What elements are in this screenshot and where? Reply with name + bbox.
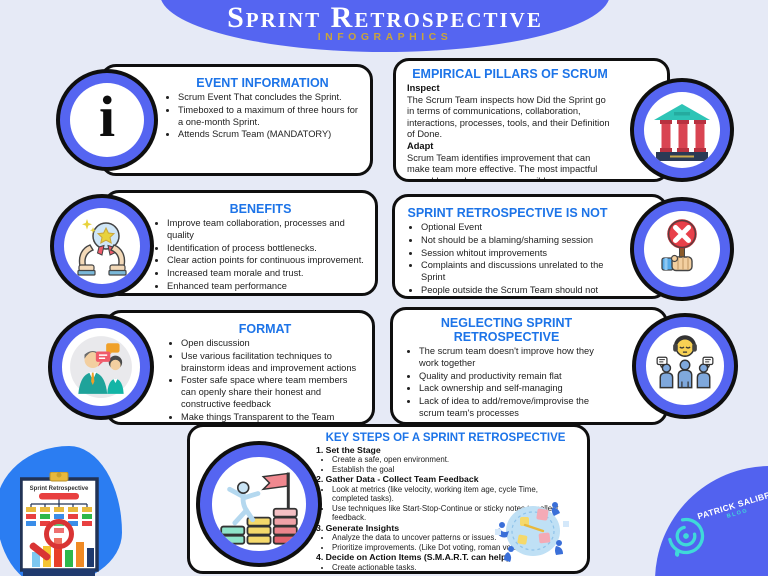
card-title: FORMAT bbox=[238, 322, 292, 336]
section-text: Scrum Team identifies improvement that c… bbox=[407, 152, 598, 182]
card-title: EMPIRICAL PILLARS OF SCRUM bbox=[412, 67, 608, 81]
bullet-item: Session whitout improvements bbox=[421, 248, 609, 260]
hands-star-icon bbox=[50, 194, 154, 298]
discussion-glyph bbox=[70, 336, 132, 398]
bullet-item: Foster safe space where team members can… bbox=[181, 375, 364, 410]
card-format: FORMAT Open discussionUse various facili… bbox=[105, 310, 375, 425]
card-title: EVENT INFORMATION bbox=[196, 76, 329, 90]
bullet-list: Open discussionUse various facilitation … bbox=[166, 338, 364, 422]
key-steps-list: 1. Set the Stage Create a safe, open env… bbox=[316, 445, 575, 574]
step-heading: 3. Generate Insights bbox=[316, 522, 400, 533]
bored-listeners-icon bbox=[632, 313, 738, 419]
step-bullet: Establish the goal bbox=[332, 465, 575, 474]
bullet-item: Not should be a blaming/shaming session bbox=[421, 235, 609, 247]
key-step: 2. Gather Data - Collect Team Feedback L… bbox=[316, 474, 575, 522]
step-bullet: Analyze the data to uncover patterns or … bbox=[332, 533, 575, 542]
card-title: BENEFITS bbox=[229, 202, 292, 216]
magnifier-icon bbox=[44, 519, 74, 549]
card-event-information: EVENT INFORMATION Scrum Event That concl… bbox=[100, 64, 373, 176]
section-heading: Adapt bbox=[407, 141, 434, 152]
info-icon-inner: i bbox=[69, 82, 145, 158]
milestone-climb-icon bbox=[196, 441, 322, 567]
spiral-logo bbox=[668, 517, 705, 557]
info-glyph: i bbox=[98, 84, 116, 149]
bullet-item: Optional Event bbox=[421, 222, 609, 234]
step-bullet: Assign owners and set timelines. bbox=[332, 572, 575, 574]
card-title: SPRINT RETROSPECTIVE IS NOT bbox=[407, 206, 608, 220]
milestone-climb-glyph bbox=[220, 472, 298, 545]
hands-star-glyph bbox=[77, 218, 127, 276]
bullet-item: Improve team collaboration, processes an… bbox=[167, 218, 369, 242]
step-bullet: Use techniques like Start-Stop-Continue … bbox=[332, 504, 575, 523]
bullet-item: Clear action points for continuous impro… bbox=[167, 255, 369, 267]
step-bullet-list: Look at metrics (like velocity, working … bbox=[316, 485, 575, 523]
step-bullet: Prioritize improvements. (Like Dot votin… bbox=[332, 543, 575, 552]
bullet-item: Enhanced team performance bbox=[167, 281, 369, 293]
milestone-climb-icon-inner bbox=[212, 457, 306, 551]
section-text: The Scrum Team inspects how Did the Spri… bbox=[407, 94, 610, 140]
no-sign-icon bbox=[630, 197, 734, 301]
bored-listeners-glyph bbox=[656, 335, 714, 389]
bullet-item: Quality and productivity remain flat bbox=[419, 371, 609, 383]
card-title: KEY STEPS OF A SPRINT RETROSPECTIVE bbox=[325, 432, 566, 444]
bullet-item: People outside the Scrum Team should not… bbox=[421, 285, 609, 296]
pillar-sections: Inspect The Scrum Team inspects how Did … bbox=[407, 83, 613, 182]
scrum-pillars-icon bbox=[630, 78, 734, 182]
scrum-pillars-icon-inner bbox=[644, 92, 720, 168]
bullet-item: Scrum Event That concludes the Sprint. bbox=[178, 92, 362, 104]
temple-glyph bbox=[653, 103, 710, 161]
step-bullet-list: Analyze the data to uncover patterns or … bbox=[316, 533, 575, 552]
bullet-item: Lack of idea to add/remove/improvise the… bbox=[419, 396, 609, 420]
bullet-item: Make things Transparent to the Team bbox=[181, 412, 364, 422]
key-step: 1. Set the Stage Create a safe, open env… bbox=[316, 445, 575, 474]
step-bullet-list: Create actionable tasks.Assign owners an… bbox=[316, 563, 575, 574]
bullet-item: Low motivation bbox=[419, 421, 609, 422]
page-subtitle: INFOGRAPHICS bbox=[317, 31, 453, 43]
bored-listeners-icon-inner bbox=[646, 327, 724, 405]
step-heading: 1. Set the Stage bbox=[316, 445, 381, 455]
step-bullet-list: Create a safe, open environment.Establis… bbox=[316, 455, 575, 474]
section-heading: Inspect bbox=[407, 83, 440, 93]
card-empirical-pillars: EMPIRICAL PILLARS OF SCRUM Inspect The S… bbox=[393, 58, 670, 182]
step-heading: 4. Decide on Action Items (S.M.A.R.T. ca… bbox=[316, 552, 510, 563]
key-step: 4. Decide on Action Items (S.M.A.R.T. ca… bbox=[316, 552, 575, 574]
bullet-item: Attends Scrum Team (MANDATORY) bbox=[178, 129, 362, 141]
no-sign-glyph bbox=[661, 219, 697, 272]
step-bullet: Create actionable tasks. bbox=[332, 563, 575, 571]
bullet-list: The scrum team doesn't improve how they … bbox=[404, 346, 609, 422]
bullet-item: Use various facilitation techniques to b… bbox=[181, 351, 364, 375]
pillar-section: Inspect The Scrum Team inspects how Did … bbox=[407, 83, 613, 141]
pillar-section: Adapt Scrum Team identifies improvement … bbox=[407, 141, 613, 182]
card-is-not: SPRINT RETROSPECTIVE IS NOT Optional Eve… bbox=[392, 194, 668, 299]
key-step: 3. Generate Insights Analyze the data to… bbox=[316, 523, 575, 552]
bullet-list: Improve team collaboration, processes an… bbox=[152, 218, 369, 293]
info-icon: i bbox=[56, 69, 158, 171]
bullet-item: Lack ownership and self-managing bbox=[419, 383, 609, 395]
bullet-list: Optional EventNot should be a blaming/sh… bbox=[406, 222, 609, 296]
bullet-item: Complaints and discussions unrelated to … bbox=[421, 260, 609, 284]
step-heading: 2. Gather Data - Collect Team Feedback bbox=[316, 474, 479, 485]
discussion-icon-inner bbox=[62, 328, 140, 406]
hands-star-icon-inner bbox=[64, 208, 140, 284]
card-title: NEGLECTING SPRINT RETROSPECTIVE bbox=[440, 316, 573, 344]
clipboard-title: Sprint Retrospective bbox=[30, 486, 89, 492]
card-neglecting: NEGLECTING SPRINT RETROSPECTIVE The scru… bbox=[390, 307, 668, 425]
bullet-item: Increased team morale and trust. bbox=[167, 268, 369, 280]
step-bullet: Create a safe, open environment. bbox=[332, 455, 575, 464]
page-title: Sprint Retrospective bbox=[227, 1, 543, 34]
bullet-item: Open discussion bbox=[181, 338, 364, 350]
step-bullet: Look at metrics (like velocity, working … bbox=[332, 485, 575, 504]
bullet-item: Timeboxed to a maximum of three hours fo… bbox=[178, 105, 362, 129]
bullet-item: The scrum team doesn't improve how they … bbox=[419, 346, 609, 370]
bullet-item: Identification of process bottlenecks. bbox=[167, 243, 369, 255]
team-collaboration-illustration bbox=[495, 502, 569, 562]
discussion-icon bbox=[48, 314, 154, 420]
bullet-list: Scrum Event That concludes the Sprint.Ti… bbox=[163, 92, 362, 141]
no-sign-icon-inner bbox=[644, 211, 720, 287]
